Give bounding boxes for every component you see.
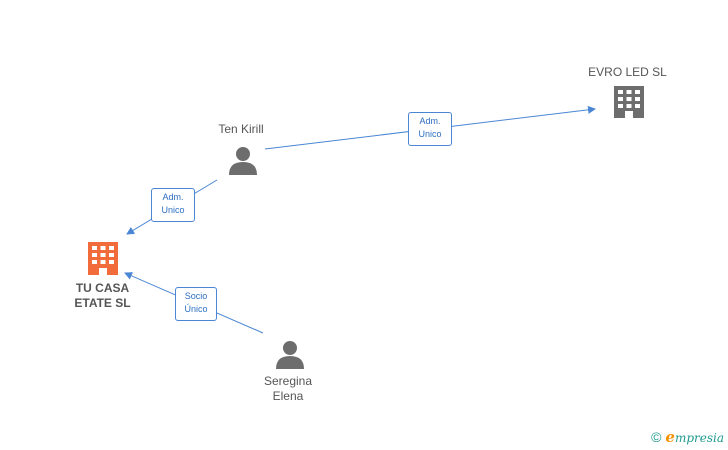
node-label-ten-kirill[interactable]: Ten Kirill bbox=[218, 122, 264, 136]
edge-label: Adm. Unico bbox=[408, 112, 452, 146]
building-icon[interactable] bbox=[88, 242, 118, 275]
node-label-seregina[interactable]: Seregina Elena bbox=[263, 374, 313, 403]
person-icon[interactable] bbox=[229, 147, 257, 175]
building-icon[interactable] bbox=[614, 86, 644, 118]
copyright-symbol: © bbox=[651, 429, 662, 445]
edge-label: Adm. Unico bbox=[151, 188, 195, 222]
node-label-tu-casa[interactable]: TU CASA ETATE SL bbox=[74, 281, 131, 310]
brand-name: empresia bbox=[665, 428, 724, 446]
node-label-evro-led[interactable]: EVRO LED SL bbox=[588, 65, 667, 79]
edge-label: Socio Único bbox=[175, 287, 217, 321]
person-icon[interactable] bbox=[276, 341, 304, 369]
empresia-logo: © empresia bbox=[651, 428, 724, 446]
